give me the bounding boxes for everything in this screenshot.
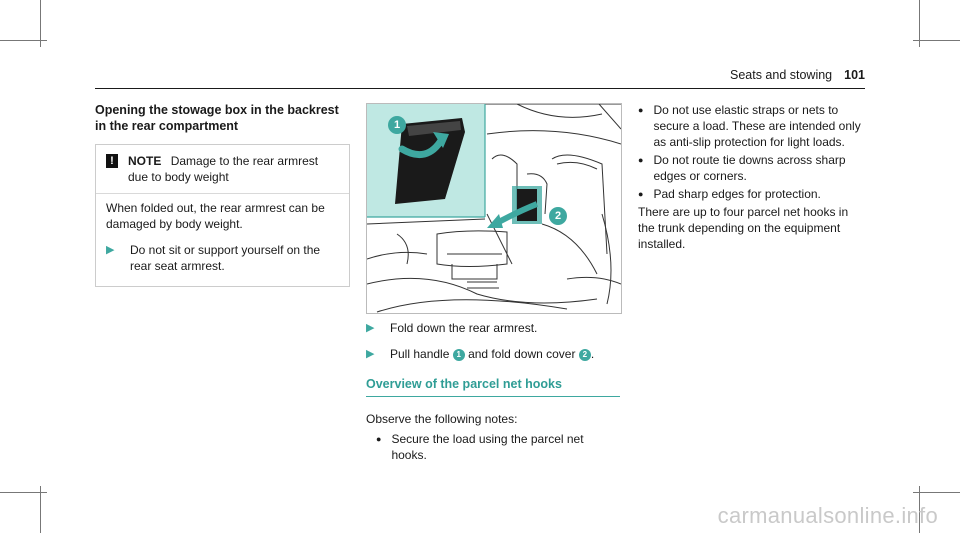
warning-icon: ! (106, 154, 118, 168)
hooks-paragraph: There are up to four parcel net hooks in… (638, 205, 849, 251)
middle-column: ▶ Fold down the rear armrest. ▶ Pull han… (366, 320, 620, 462)
watermark: carmanualsonline.info (717, 503, 938, 528)
note-instruction-text: Do not sit or support yourself on the re… (130, 243, 321, 273)
callout-1-badge: 1 (452, 349, 465, 361)
crop-mark (40, 0, 41, 47)
list-item: ● Secure the load using the parcel net h… (376, 431, 620, 463)
step-arrow-icon: ▶ (106, 244, 115, 256)
note-instruction: ▶ Do not sit or support yourself on the … (106, 242, 339, 274)
armrest-drawing (367, 104, 621, 313)
overview-section: Overview of the parcel net hooks Observe… (366, 376, 620, 463)
list-item: ● Pad sharp edges for protection. (638, 186, 866, 202)
list-item-text: Secure the load using the parcel net hoo… (391, 432, 584, 462)
left-column: Opening the stowage box in the backrest … (95, 102, 350, 287)
note-box: ! NOTE Damage to the rear armrest due to… (95, 144, 350, 287)
list-item: ● Do not route tie downs across sharp ed… (638, 152, 866, 184)
note-divider (96, 193, 349, 194)
header-section: Seats and stowing (729, 68, 833, 82)
step-text-after: . (590, 347, 595, 361)
list-item-text: Do not route tie downs across sharp edge… (653, 153, 846, 183)
list-item: ● Do not use elastic straps or nets to s… (638, 102, 866, 150)
step-text-before: Pull handle (390, 347, 450, 361)
crop-mark (919, 486, 920, 533)
callout-2: 2 (549, 207, 567, 225)
bullet-icon: ● (376, 434, 382, 444)
bullet-icon: ● (638, 105, 644, 115)
note-label: NOTE (128, 154, 162, 168)
note-text: When folded out, the rear armrest can be… (106, 201, 325, 231)
bullet-icon: ● (638, 189, 644, 199)
right-column: ● Do not use elastic straps or nets to s… (638, 102, 866, 252)
step-text: Pull handle 1 and fold down cover 2. (390, 346, 594, 362)
crop-mark (40, 486, 41, 533)
step-text: Fold down the rear armrest. (390, 321, 538, 335)
step-arrow-icon: ▶ (366, 348, 375, 360)
section-title: Opening the stowage box in the backrest … (95, 103, 339, 133)
note-heading: Damage to the rear armrest due to body w… (128, 154, 319, 184)
list-item-text: Pad sharp edges for protection. (653, 187, 821, 201)
overview-title: Overview of the parcel net hooks (366, 376, 620, 397)
observe-text: Observe the following notes: (366, 412, 518, 426)
step-fold-down: ▶ Fold down the rear armrest. (366, 320, 620, 336)
crop-mark (913, 492, 960, 493)
callout-2-badge: 2 (578, 349, 591, 361)
header-rule (95, 88, 865, 89)
crop-mark (919, 0, 920, 47)
step-arrow-icon: ▶ (366, 322, 375, 334)
crop-mark (913, 40, 960, 41)
step-text-middle: and fold down cover (468, 347, 576, 361)
crop-mark (0, 40, 47, 41)
list-item-text: Do not use elastic straps or nets to sec… (653, 103, 861, 149)
callout-1: 1 (388, 116, 406, 134)
page-number: 101 (844, 68, 865, 82)
step-pull-handle: ▶ Pull handle 1 and fold down cover 2. (366, 346, 620, 362)
armrest-illustration: 1 2 (366, 103, 622, 314)
page-header: Seats and stowing 101 (730, 68, 865, 82)
crop-mark (0, 492, 47, 493)
bullet-icon: ● (638, 155, 644, 165)
